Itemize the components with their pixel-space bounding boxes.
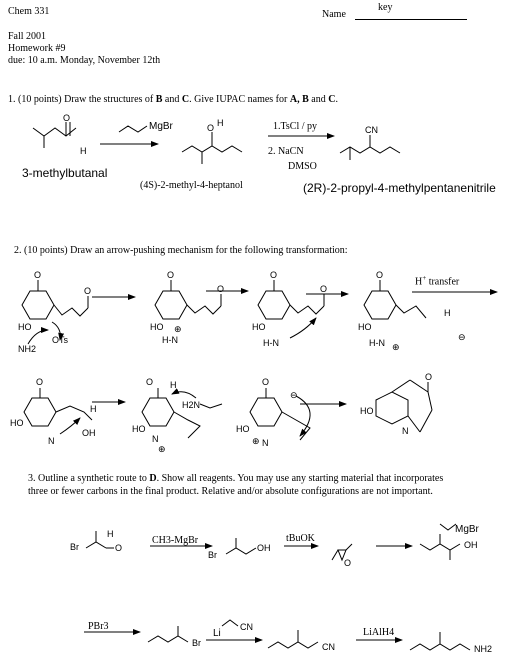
svg-text:NH2: NH2 (18, 344, 36, 354)
svg-text:O: O (84, 286, 91, 296)
problem-3-prompt-line2: three or fewer carbons in the final prod… (28, 486, 433, 497)
svg-text:N: N (262, 438, 269, 448)
course-label: Chem 331 (8, 6, 50, 17)
svg-text:N: N (48, 436, 55, 446)
tscl-reagent-label: 1.TsCl / py (273, 121, 318, 132)
svg-text:HO: HO (132, 424, 146, 434)
svg-text:O: O (146, 377, 153, 387)
pbr3-label: PBr3 (88, 621, 109, 632)
svg-text:O: O (270, 270, 277, 280)
compound-a-name: 3-methylbutanal (22, 166, 108, 180)
hydroxyl-oxygen: O (207, 123, 214, 133)
svg-text:CN: CN (322, 642, 335, 652)
methyl-grignard-label: CH3-MgBr (152, 535, 199, 546)
lialh4-label: LiAlH4 (363, 627, 395, 638)
synthesis-row-2: Br CN CN NH2 (84, 619, 492, 654)
name-label: Name (322, 9, 346, 20)
synthesis-row-1: Br O H Br OH O OH (70, 523, 478, 568)
svg-text:H2N: H2N (182, 400, 200, 410)
svg-text:HO: HO (150, 322, 164, 332)
svg-text:OH: OH (464, 540, 478, 550)
svg-text:O: O (115, 543, 122, 553)
tbuok-label: tBuOK (286, 533, 315, 544)
svg-text:O: O (320, 284, 327, 294)
svg-text:N: N (402, 426, 409, 436)
svg-text:⊖: ⊖ (458, 332, 466, 342)
propyl-grignard-structure (118, 125, 148, 133)
nitrile-group: CN (365, 125, 378, 135)
svg-text:H-N: H-N (369, 338, 385, 348)
svg-text:⊕: ⊕ (392, 342, 400, 352)
compound-a-structure: O H (32, 113, 87, 156)
svg-text:HO: HO (360, 406, 374, 416)
problem-3-prompt: 3. Outline a synthetic route to D. Show … (28, 473, 444, 484)
svg-text:O: O (167, 270, 174, 280)
term-label: Fall 2001 (8, 31, 47, 42)
svg-text:N: N (152, 434, 159, 444)
grignard-reagent-label: MgBr (149, 121, 173, 132)
homework-label: Homework #9 (8, 43, 66, 54)
lithium-reagent-label: Li (213, 628, 221, 639)
svg-text:CN: CN (240, 622, 253, 632)
svg-text:O: O (262, 377, 269, 387)
mechanism-row-2: O HO N OH H O H HO N ⊕ H2N O ⊖ HO N ⊕ (10, 372, 433, 454)
svg-text:⊖: ⊖ (290, 390, 298, 400)
svg-text:O: O (425, 372, 432, 382)
svg-text:O: O (344, 558, 351, 568)
problem-2-prompt: 2. (10 points) Draw an arrow-pushing mec… (14, 245, 348, 256)
svg-text:H: H (107, 529, 114, 539)
nacn-reagent-label: 2. NaCN (268, 146, 304, 157)
aldehyde-oxygen: O (63, 113, 70, 123)
svg-text:HO: HO (252, 322, 266, 332)
svg-text:HO: HO (10, 418, 24, 428)
svg-text:NH2: NH2 (474, 644, 492, 654)
svg-text:OH: OH (257, 543, 271, 553)
svg-text:O: O (376, 270, 383, 280)
svg-text:H: H (90, 404, 97, 414)
svg-text:⊕: ⊕ (158, 444, 166, 454)
name-line (355, 19, 467, 20)
svg-text:Br: Br (192, 638, 201, 648)
svg-text:O: O (217, 284, 224, 294)
svg-text:Br: Br (70, 542, 79, 552)
svg-text:O: O (34, 270, 41, 280)
compound-c-structure: CN (339, 125, 401, 160)
hydroxyl-hydrogen: H (217, 118, 224, 128)
problem-1-prompt: 1. (10 points) Draw the structures of B … (8, 94, 338, 105)
allyl-grignard-label: MgBr (455, 524, 479, 535)
compound-b-structure: O H (181, 118, 243, 164)
svg-text:H: H (170, 380, 177, 390)
svg-text:HO: HO (358, 322, 372, 332)
svg-text:H: H (444, 308, 451, 318)
svg-text:H-N: H-N (263, 338, 279, 348)
h-transfer-label: H+ transfer (415, 274, 460, 288)
due-date-label: due: 10 a.m. Monday, November 12th (8, 55, 161, 66)
svg-text:OH: OH (82, 428, 96, 438)
svg-text:Br: Br (208, 550, 217, 560)
aldehyde-hydrogen: H (80, 146, 87, 156)
svg-text:O: O (36, 377, 43, 387)
dmso-solvent-label: DMSO (288, 161, 317, 172)
svg-text:⊕: ⊕ (174, 324, 182, 334)
svg-text:⊕: ⊕ (252, 436, 260, 446)
svg-text:H-N: H-N (162, 335, 178, 345)
answer-key-label: key (378, 2, 393, 13)
mechanism-row-1: O O HO OTs NH2 O O HO H-N ⊕ O O HO H-N (18, 270, 498, 354)
svg-text:HO: HO (18, 322, 32, 332)
compound-b-name: (4S)-2-methyl-4-heptanol (140, 180, 243, 191)
compound-c-name: (2R)-2-propyl-4-methylpentanenitrile (303, 181, 496, 195)
svg-text:HO: HO (236, 424, 250, 434)
